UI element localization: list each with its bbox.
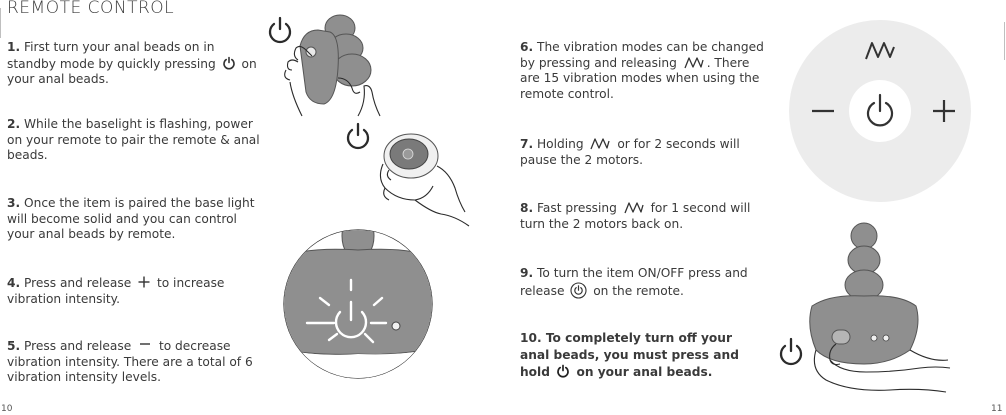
- wave-icon: [590, 138, 611, 150]
- figure-remote-face: [789, 20, 971, 202]
- power-icon: [346, 122, 370, 150]
- step-4: 4. Press and release to increase vibrati…: [7, 276, 225, 306]
- remote-device: [383, 133, 439, 179]
- power-icon: [779, 337, 803, 366]
- step-7: 7. Holding or for 2 seconds will pause t…: [520, 137, 740, 167]
- hand-outline: [379, 163, 470, 227]
- wave-icon: [624, 202, 644, 214]
- step-6: 6. The vibration modes can be changed by…: [520, 40, 764, 101]
- anal-beads-device: [299, 14, 372, 105]
- wave-icon: [684, 56, 704, 68]
- plus-icon: [933, 100, 955, 122]
- figure-hand-pressing-beads: [268, 14, 381, 117]
- anal-beads-device: [809, 222, 919, 365]
- hand-outline: [813, 343, 951, 393]
- power-icon: [866, 93, 894, 127]
- figure-base-light-closeup: [283, 229, 433, 379]
- step-10: 10. To completely turn off your anal bea…: [520, 331, 739, 379]
- minus-icon: [140, 343, 151, 345]
- power-icon: [557, 364, 570, 378]
- figure-hand-holding-remote: [346, 122, 470, 227]
- step-5: 5. Press and release to decrease vibrati…: [7, 339, 253, 384]
- step-2: 2. While the baselight is flashing, powe…: [7, 117, 260, 162]
- circled-power-icon: [570, 282, 587, 299]
- step-8: 8. Fast pressing for 1 second will turn …: [520, 201, 751, 231]
- page-title: REMOTE CONTROL: [7, 0, 175, 18]
- power-icon: [268, 16, 292, 44]
- page-number-right: 11: [991, 404, 1003, 414]
- page-number-left: 10: [1, 404, 13, 414]
- hands-outline: [284, 45, 381, 117]
- light-glow-icon: [305, 278, 388, 344]
- page-edge-left: [0, 8, 1, 38]
- figure-hold-device-power: [779, 222, 951, 393]
- step-9: 9. To turn the item ON/OFF press and rel…: [520, 266, 748, 299]
- step-1: 1. First turn your anal beads on in stan…: [7, 40, 257, 86]
- wave-icon: [865, 42, 895, 60]
- plus-icon: [138, 276, 150, 288]
- page-edge-right: [1004, 22, 1005, 60]
- step-3: 3. Once the item is paired the base ligh…: [7, 196, 255, 241]
- power-icon: [222, 56, 235, 70]
